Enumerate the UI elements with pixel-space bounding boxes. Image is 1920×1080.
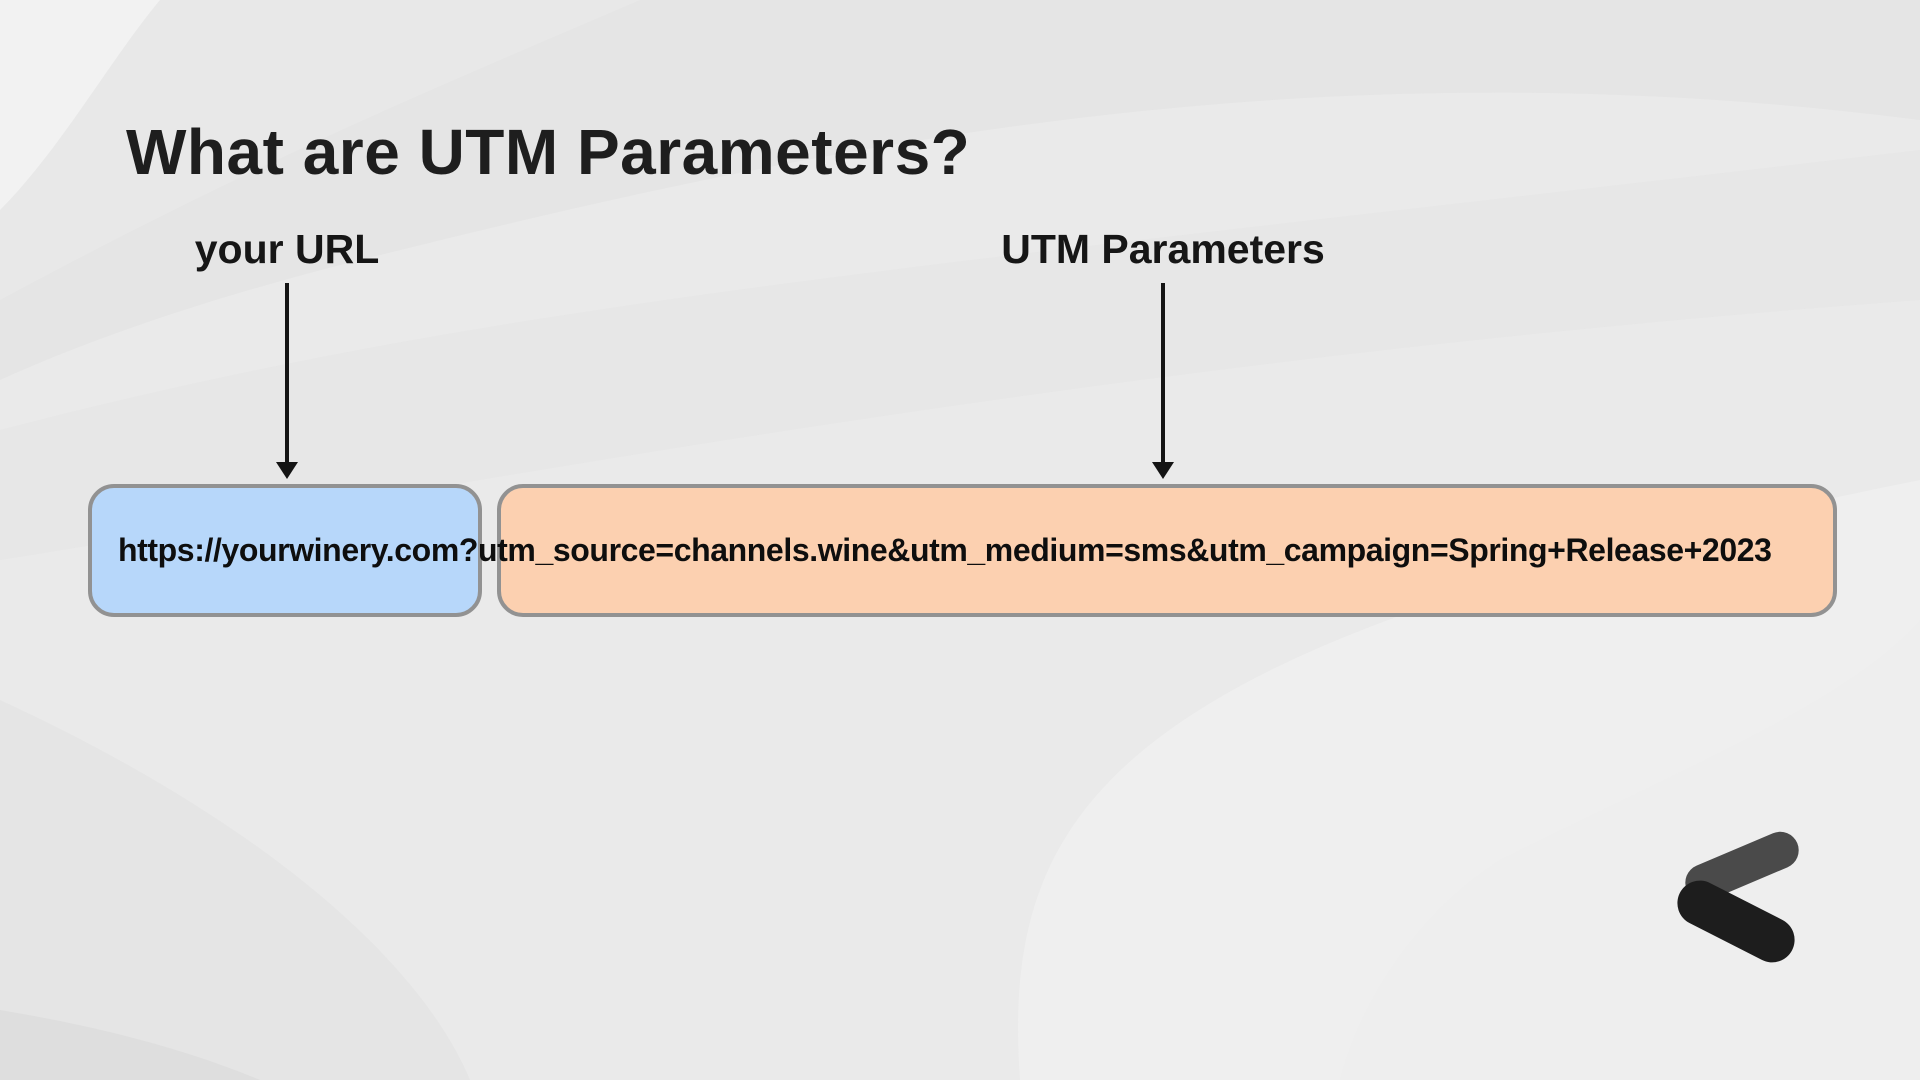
utm-params-text: ?utm_source=channels.wine&utm_medium=sms… [458, 532, 1772, 568]
utm-parameters-label: UTM Parameters [1001, 226, 1325, 272]
arrow-down-icon [1151, 283, 1175, 479]
arrow-head [276, 462, 298, 479]
arrow-head [1152, 462, 1174, 479]
your-url-box [88, 484, 482, 617]
url-base-text: https://yourwinery.com [118, 532, 459, 568]
page-title: What are UTM Parameters? [126, 115, 971, 188]
arrow-shaft [1161, 283, 1165, 462]
utm-parameters-box [497, 484, 1837, 617]
example-url-text: https://yourwinery.com?utm_source=channe… [118, 484, 1772, 617]
chevron-left-logo-icon [1660, 822, 1810, 972]
your-url-label: your URL [194, 226, 380, 272]
arrow-shaft [285, 283, 289, 462]
arrow-down-icon [275, 283, 299, 479]
